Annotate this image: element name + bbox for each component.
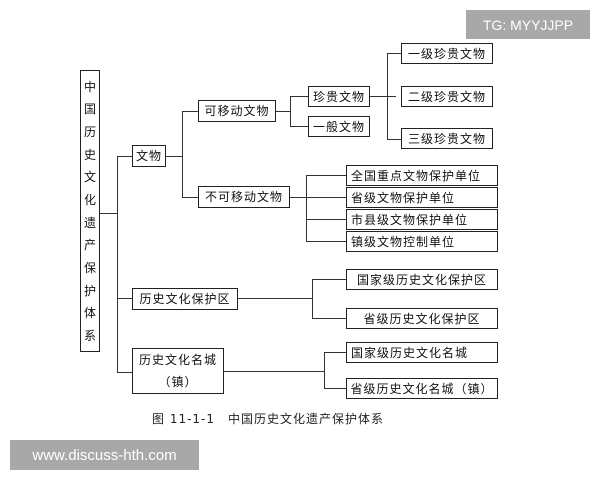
root-node-char: 体	[83, 306, 96, 321]
connector	[387, 53, 389, 139]
root-node-char: 系	[83, 329, 96, 344]
connector	[117, 372, 132, 374]
connector	[306, 175, 308, 241]
connector	[312, 318, 346, 320]
connector	[370, 96, 396, 98]
connector	[100, 213, 118, 215]
connector	[312, 279, 314, 318]
connector	[238, 298, 312, 300]
root-node-char: 中	[83, 79, 96, 94]
connector	[324, 388, 346, 390]
connector	[166, 156, 182, 158]
figure-caption: 图 11-1-1 中国历史文化遗产保护体系	[152, 412, 385, 426]
root-node-char: 国	[83, 102, 96, 117]
node-town-unit: 镇级文物控制单位	[346, 231, 498, 252]
connector	[306, 197, 346, 199]
node-historic-city: 历史文化名城 （镇）	[132, 348, 224, 394]
node-county-unit: 市县级文物保护单位	[346, 209, 498, 230]
root-node-char: 化	[83, 193, 96, 208]
root-node-char: 产	[83, 238, 96, 253]
node-grade3: 三级珍贵文物	[401, 128, 493, 149]
connector	[306, 219, 346, 221]
connector	[312, 279, 346, 281]
node-national-unit: 全国重点文物保护单位	[346, 165, 498, 186]
node-grade1: 一级珍贵文物	[401, 43, 493, 64]
root-node-char: 文	[83, 170, 96, 185]
connector	[290, 126, 308, 128]
node-national-city: 国家级历史文化名城	[346, 342, 498, 363]
node-national-area: 国家级历史文化保护区	[346, 269, 498, 290]
connector	[224, 371, 324, 373]
node-grade2: 二级珍贵文物	[401, 86, 493, 107]
connector	[117, 156, 119, 372]
node-provincial-area: 省级历史文化保护区	[346, 308, 498, 329]
node-movable: 可移动文物	[198, 100, 276, 122]
root-node-char: 保	[83, 261, 96, 276]
connector	[117, 298, 132, 300]
connector	[306, 241, 346, 243]
node-precious: 珍贵文物	[308, 86, 370, 107]
connector	[324, 352, 326, 388]
root-node-char: 护	[83, 283, 96, 298]
connector	[290, 96, 292, 126]
node-general: 一般文物	[308, 116, 370, 137]
node-immovable: 不可移动文物	[198, 186, 290, 208]
connector	[290, 197, 306, 199]
connector	[290, 96, 308, 98]
root-node-char: 历	[83, 125, 96, 140]
root-node-char: 史	[83, 147, 96, 162]
connector	[182, 111, 198, 113]
connector	[306, 175, 346, 177]
connector	[182, 111, 184, 198]
root-node: 中国历史文化遗产保护体系	[80, 70, 100, 352]
node-cultural-relics: 文物	[132, 145, 166, 167]
node-historic-city-line2: （镇）	[158, 375, 198, 389]
node-provincial-unit: 省级文物保护单位	[346, 187, 498, 208]
connector	[117, 156, 132, 158]
connector	[324, 352, 346, 354]
connector	[276, 111, 290, 113]
watermark-bottom-left: www.discuss-hth.com	[10, 440, 199, 470]
root-node-char: 遗	[83, 215, 96, 230]
connector	[387, 139, 401, 141]
connector	[182, 197, 198, 199]
connector	[387, 53, 401, 55]
watermark-top-right: TG: MYYJJPP	[466, 10, 590, 39]
node-historic-city-line1: 历史文化名城	[138, 353, 217, 367]
node-provincial-city: 省级历史文化名城（镇）	[346, 378, 498, 399]
node-historic-area: 历史文化保护区	[132, 288, 238, 310]
